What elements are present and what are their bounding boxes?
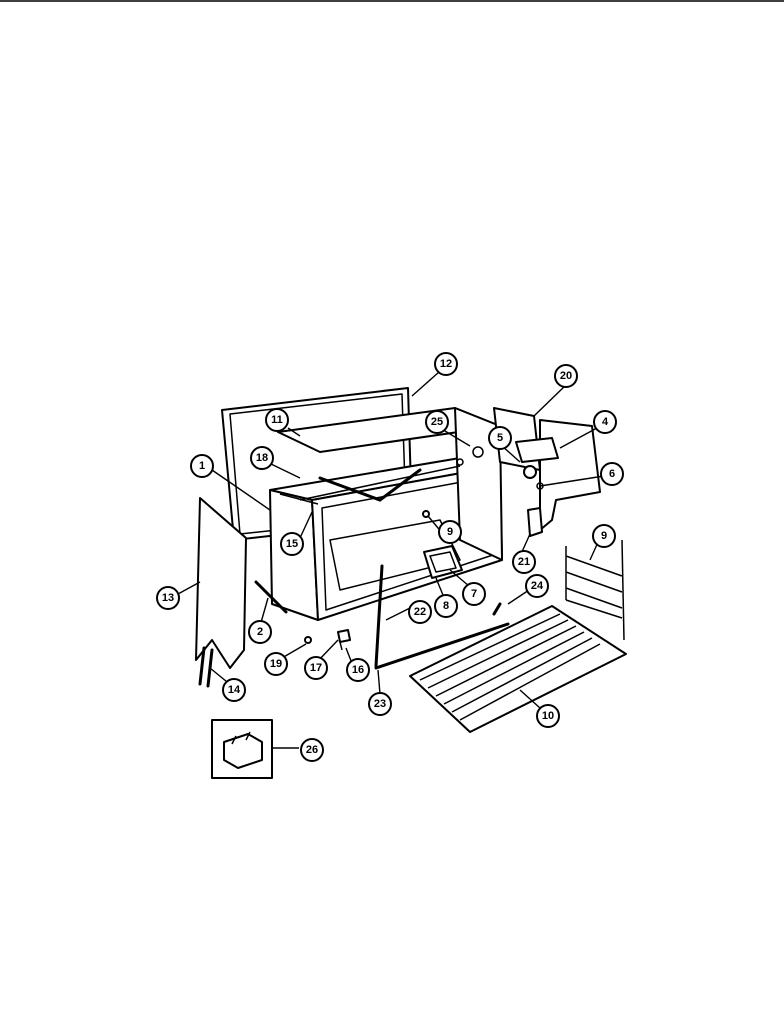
callout-11: 11 [265,408,289,432]
callout-label: 2 [257,626,263,638]
callout-label: 13 [162,592,174,604]
callout-16: 16 [346,658,370,682]
callout-14: 14 [222,678,246,702]
callout-label: 23 [374,698,386,710]
callout-label: 18 [256,452,268,464]
callout-label: 7 [471,588,477,600]
callout-label: 6 [609,468,615,480]
callout-18: 18 [250,446,274,470]
callout-label: 25 [431,416,443,428]
callout-label: 12 [440,358,452,370]
part-control-bracket [423,545,463,579]
part-strip [254,580,288,614]
callout-21: 21 [512,550,536,574]
part-brace [318,468,422,502]
callout-20: 20 [554,364,578,388]
callout-label: 15 [286,538,298,550]
callout-label: 17 [310,662,322,674]
callout-label: 4 [602,416,609,428]
part-front-strip [374,564,510,670]
part-clip [492,602,502,616]
callout-10: 10 [536,704,560,728]
callout-label: 11 [271,414,283,426]
callout-9b: 9 [592,524,616,548]
callout-4: 4 [593,410,617,434]
callout-9a: 9 [438,520,462,544]
callout-13: 13 [156,586,180,610]
callout-label: 21 [518,556,530,568]
part-knob [422,510,430,518]
part-right-side [493,407,601,537]
callout-label: 9 [601,530,607,542]
callout-5: 5 [488,426,512,450]
callout-label: 20 [560,370,572,382]
callout-12: 12 [434,352,458,376]
part-cabinet [269,407,503,621]
callout-label: 16 [352,664,364,676]
callout-label: 5 [497,432,503,444]
callout-24: 24 [525,574,549,598]
callout-label: 22 [414,606,426,618]
callout-8: 8 [434,594,458,618]
callout-19: 19 [264,652,288,676]
callout-25: 25 [425,410,449,434]
callout-2: 2 [248,620,272,644]
callout-15: 15 [280,532,304,556]
callout-label: 14 [228,684,241,696]
callout-label: 19 [270,658,282,670]
part-side-panel [195,497,247,688]
callout-6: 6 [600,462,624,486]
callout-label: 26 [306,744,318,756]
callout-label: 9 [447,526,453,538]
callout-label: 8 [443,600,449,612]
callout-17: 17 [304,656,328,680]
part-grille [409,605,627,733]
part-filter-frame [565,539,625,641]
part-hardware [304,629,351,651]
callout-1: 1 [190,454,214,478]
callout-label: 10 [542,710,554,722]
callout-22: 22 [408,600,432,624]
callout-26: 26 [300,738,324,762]
callout-23: 23 [368,692,392,716]
callout-label: 1 [199,460,205,472]
callout-label: 24 [531,580,544,592]
callout-7: 7 [462,582,486,606]
part-inset-box [211,719,273,779]
